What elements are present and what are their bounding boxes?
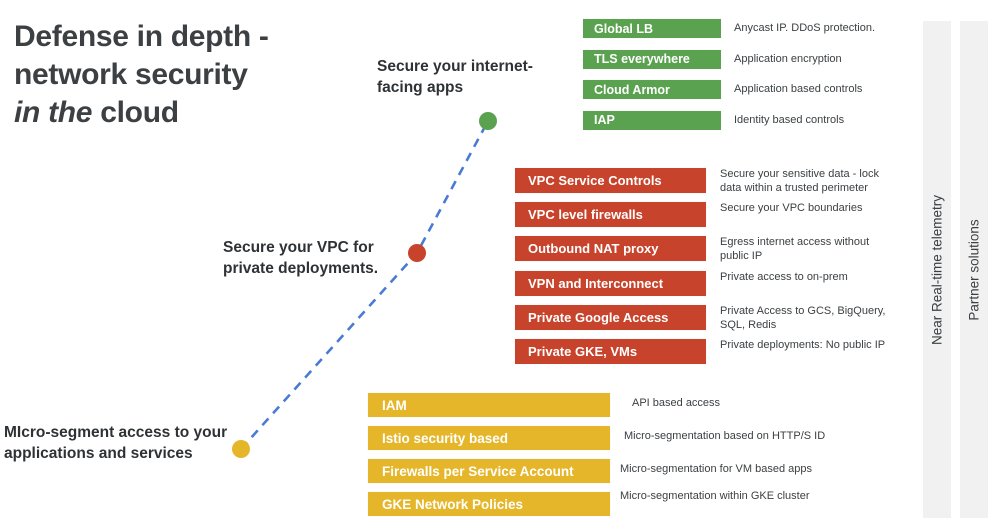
red-control-chip[interactable]: VPC level firewalls: [514, 201, 707, 229]
red-control-chip[interactable]: Outbound NAT proxy: [514, 235, 707, 263]
red-control-chip[interactable]: Private GKE, VMs: [514, 338, 707, 365]
side-bar-partner-label: Partner solutions: [966, 218, 982, 321]
yellow-control-chip[interactable]: Firewalls per Service Account: [367, 458, 611, 484]
side-bar-partner: Partner solutions: [960, 21, 988, 518]
green-control-chip[interactable]: IAP: [582, 109, 722, 131]
callout-internet-facing: Secure your internet-facing apps: [377, 58, 533, 96]
red-control-description: Private Access to GCS, BigQuery, SQL, Re…: [720, 304, 886, 331]
green-control-description: Identity based controls: [734, 113, 845, 126]
green-control-description: Application encryption: [734, 52, 842, 65]
red-control-description: Private deployments: No public IP: [720, 339, 886, 351]
title-line-3-rest: cloud: [100, 96, 179, 130]
green-control-chip[interactable]: TLS everywhere: [582, 48, 722, 70]
red-control-chip[interactable]: Private Google Access: [514, 303, 707, 331]
red-control-description: Secure your VPC boundaries: [720, 202, 863, 215]
green-control-chip[interactable]: Global LB: [582, 18, 722, 39]
title-line-3-italic: in the: [14, 96, 93, 130]
green-control-chip[interactable]: Cloud Armor: [582, 79, 722, 100]
side-bar-telemetry: Near Real-time telemetry: [923, 21, 951, 518]
red-control-chip[interactable]: VPN and Interconnect: [514, 269, 707, 297]
yellow-control-description: Micro-segmentation within GKE cluster: [620, 490, 810, 502]
side-bar-telemetry-label: Near Real-time telemetry: [929, 194, 945, 345]
yellow-control-chip[interactable]: GKE Network Policies: [367, 491, 611, 517]
red-dot: [408, 244, 426, 262]
red-control-description: Egress internet access without public IP: [720, 236, 870, 263]
green-control-description: Application based controls: [734, 83, 863, 95]
title-line-3: in the cloud: [14, 94, 354, 132]
red-control-description: Private access to on-prem: [720, 270, 848, 283]
yellow-control-chip[interactable]: IAM: [367, 392, 611, 418]
red-control-description: Secure your sensitive data - lock data w…: [720, 168, 879, 195]
red-control-chip[interactable]: VPC Service Controls: [514, 167, 707, 194]
green-control-description: Anycast IP. DDoS protection.: [734, 22, 876, 34]
yellow-control-description: Micro-segmentation for VM based apps: [620, 463, 812, 475]
callout-vpc: Secure your VPC for private deployments.: [223, 239, 379, 277]
title-line-1: Defense in depth -: [14, 20, 269, 53]
yellow-control-description: API based access: [632, 397, 721, 409]
page-title: Defense in depth - network security in t…: [14, 18, 354, 132]
title-line-2: network security: [14, 58, 248, 92]
yellow-control-chip[interactable]: Istio security based: [367, 425, 611, 451]
yellow-dot: [232, 440, 250, 458]
callout-micro-segment: MIcro-segment access to your application…: [4, 424, 228, 462]
green-dot: [479, 112, 497, 130]
yellow-control-description: Micro-segmentation based on HTTP/S ID: [624, 430, 826, 442]
